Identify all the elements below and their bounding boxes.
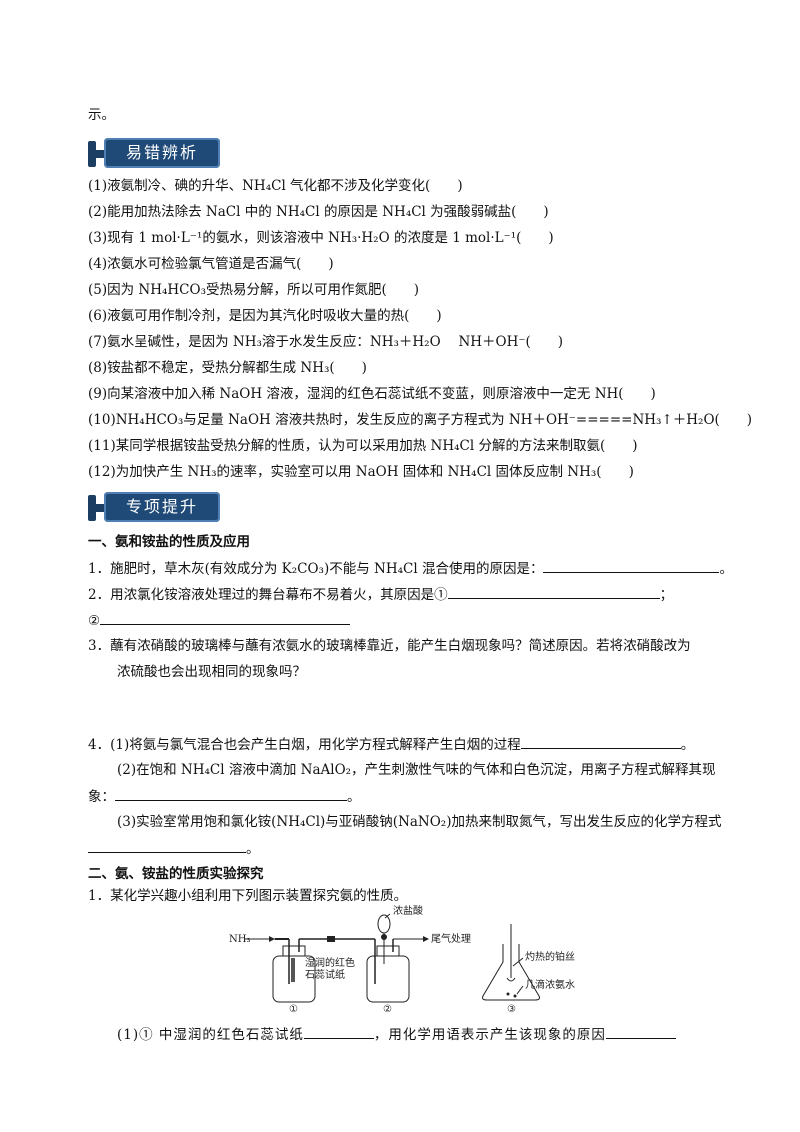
- error-item: (8)铵盐都不稳定，受热分解都生成 NH₃( ): [88, 360, 367, 376]
- part1-q4c: (3)实验室常用饱和氯化铵(NH₄Cl)与亚硝酸钠(NaNO₂)加热来制取氮气，…: [117, 814, 722, 830]
- answer-blank[interactable]: [115, 786, 347, 801]
- part1-q2b: ②: [88, 610, 351, 631]
- conc-hcl-label: 浓盐酸: [393, 904, 423, 917]
- part1-q4c2: 。: [88, 838, 260, 859]
- error-item: (5)因为 NH₄HCO₃受热易分解，所以可用作氮肥( ): [88, 282, 420, 298]
- answer-blank[interactable]: [100, 610, 351, 625]
- error-item: (9)向某溶液中加入稀 NaOH 溶液，湿润的红色石蕊试纸不变蓝，则原溶液中一定…: [88, 386, 656, 402]
- nh3-label: NH₃: [229, 934, 250, 945]
- error-item: (1)液氨制冷、碘的升华、NH₄Cl 气化都不涉及化学变化( ): [88, 178, 463, 194]
- apparatus-label-2: ②: [383, 1004, 392, 1015]
- part1-q3a: 3．蘸有浓硝酸的玻璃棒与蘸有浓氨水的玻璃棒靠近，能产生白烟现象吗？简述原因。若将…: [88, 638, 691, 654]
- answer-blank[interactable]: [303, 1024, 374, 1039]
- part2-heading: 二、氨、铵盐的性质实验探究: [88, 866, 264, 882]
- litmus-label-1: 湿润的红色: [305, 956, 355, 969]
- answer-blank[interactable]: [520, 734, 681, 749]
- part1-q4b: (2)在饱和 NH₄Cl 溶液中滴加 NaAlO₂，产生刺激性气味的气体和白色沉…: [117, 762, 716, 778]
- part1-q1: 1．施肥时，草木灰(有效成分为 K₂CO₃)不能与 NH₄Cl 混合使用的原因是…: [88, 558, 733, 579]
- error-item: (7)氨水呈碱性，是因为 NH₃溶于水发生反应：NH₃＋H₂O NH＋OH⁻( …: [88, 334, 564, 350]
- error-item: (2)能用加热法除去 NaCl 中的 NH₄Cl 的原因是 NH₄Cl 为强酸弱…: [88, 204, 549, 220]
- section-banner-special: 专项提升: [88, 492, 228, 522]
- apparatus-figure: NH₃ 湿润的红色 石蕊试纸 ① 浓盐酸 尾气处理 ② 灼热的铂丝 几滴浓氨水 …: [229, 904, 575, 1015]
- answer-blank[interactable]: [88, 838, 246, 853]
- part1-q2: 2．用浓氯化铵溶液处理过的舞台幕布不易着火，其原因是①；: [88, 584, 673, 605]
- error-item: (6)液氨可用作制冷剂，是因为其汽化时吸收大量的热( ): [88, 308, 442, 324]
- pt-wire-label: 灼热的铂丝: [525, 950, 575, 963]
- section-title-special: 专项提升: [104, 492, 220, 522]
- answer-blank[interactable]: [543, 558, 720, 573]
- part1-q4b2: 象：。: [88, 786, 361, 807]
- answer-blank[interactable]: [605, 1024, 676, 1039]
- apparatus-label-3: ③: [507, 1004, 516, 1015]
- answer-blank[interactable]: [447, 584, 660, 599]
- section-banner-errors: 易错辨析: [88, 138, 228, 168]
- ammonia-drops-label: 几滴浓氨水: [525, 978, 575, 991]
- litmus-label-2: 石蕊试纸: [305, 968, 345, 981]
- top-fragment: 示。: [88, 107, 115, 123]
- error-item: (10)NH₄HCO₃与足量 NaOH 溶液共热时，发生反应的离子方程式为 NH…: [88, 412, 753, 428]
- part2-q1-1: (1)① 中湿润的红色石蕊试纸，用化学用语表示产生该现象的原因: [117, 1024, 676, 1045]
- part1-heading: 一、氨和铵盐的性质及应用: [88, 534, 250, 550]
- error-item: (11)某同学根据铵盐受热分解的性质，认为可以采用加热 NH₄Cl 分解的方法来…: [88, 438, 638, 454]
- part2-q1: 1．某化学兴趣小组利用下列图示装置探究氨的性质。: [88, 888, 408, 904]
- error-item: (3)现有 1 mol·L⁻¹的氨水，则该溶液中 NH₃·H₂O 的浓度是 1 …: [88, 230, 554, 246]
- part1-q4a: 4．(1)将氨与氯气混合也会产生白烟，用化学方程式解释产生白烟的过程。: [88, 734, 694, 755]
- part1-q3b: 浓硫酸也会出现相同的现象吗？: [117, 664, 306, 680]
- error-item: (12)为加快产生 NH₃的速率，实验室可以用 NaOH 固体和 NH₄Cl 固…: [88, 464, 634, 480]
- apparatus-label-1: ①: [289, 1004, 298, 1015]
- section-title-errors: 易错辨析: [104, 138, 220, 168]
- exhaust-label: 尾气处理: [431, 932, 471, 945]
- error-item: (4)浓氨水可检验氯气管道是否漏气( ): [88, 256, 334, 272]
